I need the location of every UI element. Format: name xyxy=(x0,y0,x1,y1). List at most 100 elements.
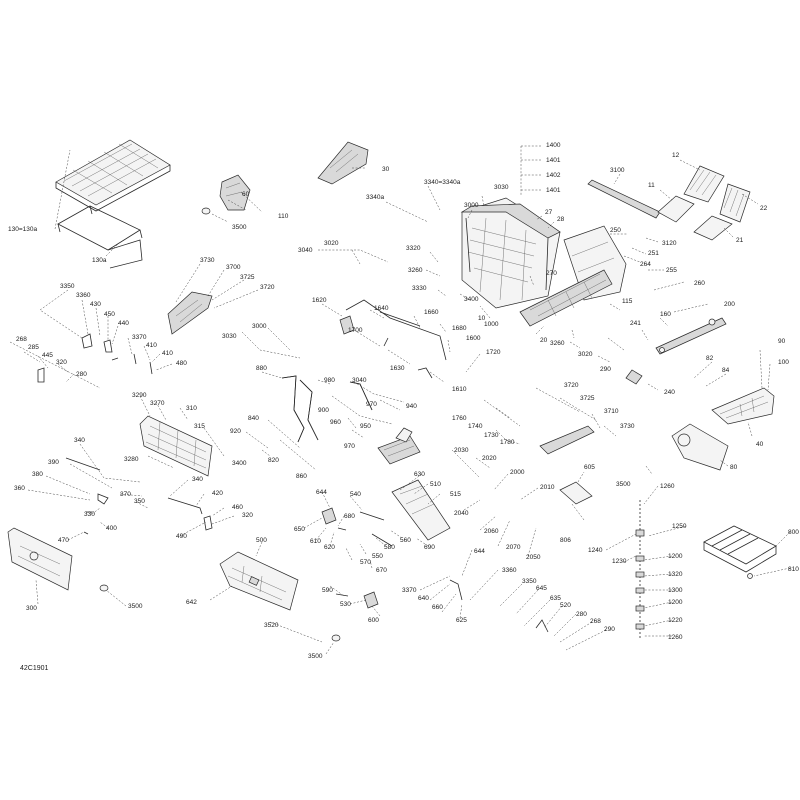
rack-800 xyxy=(703,525,777,579)
callout-690: 690 xyxy=(424,544,435,551)
callout-3700: 3700 xyxy=(226,264,241,271)
callout-645: 645 xyxy=(536,585,547,592)
mats xyxy=(657,165,751,241)
callout-1740: 1740 xyxy=(468,423,483,430)
callout-445: 445 xyxy=(42,352,53,359)
bracket-950 xyxy=(377,427,421,465)
callout-605: 605 xyxy=(584,464,595,471)
callout-500: 500 xyxy=(256,537,267,544)
callout-60: 60 xyxy=(242,191,250,198)
callout-610: 610 xyxy=(310,538,321,545)
callout-20: 20 xyxy=(540,337,548,344)
callout-3520: 3520 xyxy=(264,622,279,629)
callout-920: 920 xyxy=(230,428,241,435)
callout-642: 642 xyxy=(186,599,197,606)
callout-3040b: 3040 xyxy=(352,377,367,384)
callout-570: 570 xyxy=(360,559,371,566)
callout-310: 310 xyxy=(186,405,197,412)
callout-268a: 268 xyxy=(16,336,27,343)
callout-470: 470 xyxy=(58,537,69,544)
callout-3730a: 3730 xyxy=(200,257,215,264)
panel-80 xyxy=(671,423,729,471)
callout-27: 27 xyxy=(545,209,553,216)
callout-360: 360 xyxy=(14,485,25,492)
callout-1600: 1600 xyxy=(466,335,481,342)
callout-530: 530 xyxy=(340,601,351,608)
callout-1401a: 1401 xyxy=(546,157,561,164)
callout-3340=3340a: 3340=3340a xyxy=(424,179,461,186)
callout-1300: 1300 xyxy=(668,587,683,594)
callout-1200b: 1200 xyxy=(668,599,683,606)
tailgate-500 xyxy=(219,551,341,642)
callout-1400: 1400 xyxy=(546,142,561,149)
callout-420: 420 xyxy=(212,490,223,497)
callout-2060: 2060 xyxy=(484,528,499,535)
callout-300: 300 xyxy=(26,605,37,612)
callout-251: 251 xyxy=(648,250,659,257)
callout-600: 600 xyxy=(368,617,379,624)
callout-1260a: 1260 xyxy=(660,483,675,490)
callout-950: 950 xyxy=(360,423,371,430)
callout-644b: 644 xyxy=(474,548,485,555)
callout-810: 810 xyxy=(788,566,799,573)
callout-3500b: 3500 xyxy=(616,481,631,488)
callout-3350b: 3350 xyxy=(522,578,537,585)
callout-315: 315 xyxy=(194,423,205,430)
callout-970b: 970 xyxy=(344,443,355,450)
callout-330: 330 xyxy=(84,511,95,518)
callout-1660: 1660 xyxy=(424,309,439,316)
callout-680: 680 xyxy=(344,513,355,520)
callout-3720b: 3720 xyxy=(564,382,579,389)
callout-880: 880 xyxy=(256,365,267,372)
callout-560: 560 xyxy=(400,537,411,544)
callout-130=130a: 130=130a xyxy=(8,226,37,233)
tubes-880 xyxy=(281,375,373,443)
callout-3290: 3290 xyxy=(132,392,147,399)
callout-2030: 2030 xyxy=(454,447,469,454)
callout-3370b: 3370 xyxy=(402,587,417,594)
callout-3360b: 3360 xyxy=(502,567,517,574)
callout-280a: 280 xyxy=(76,371,87,378)
callout-3120: 3120 xyxy=(662,240,677,247)
callout-430: 430 xyxy=(90,301,101,308)
callout-1720: 1720 xyxy=(486,349,501,356)
trim-40 xyxy=(711,387,775,425)
callout-21: 21 xyxy=(736,237,744,244)
callout-380: 380 xyxy=(32,471,43,478)
plate-605 xyxy=(559,481,593,505)
callout-1780: 1780 xyxy=(500,439,515,446)
callout-2010: 2010 xyxy=(540,484,555,491)
callout-520: 520 xyxy=(560,602,571,609)
callout-640: 640 xyxy=(418,595,429,602)
callout-11: 11 xyxy=(648,182,655,189)
callout-970a: 970 xyxy=(366,401,377,408)
callout-1320: 1320 xyxy=(668,571,683,578)
callout-3030a: 3030 xyxy=(494,184,509,191)
callout-340b: 340 xyxy=(192,476,203,483)
callout-840: 840 xyxy=(248,415,259,422)
tailgate-300 xyxy=(7,527,109,592)
callout-320b: 320 xyxy=(242,512,253,519)
callout-1402: 1402 xyxy=(546,172,561,179)
bar-160 xyxy=(655,317,727,355)
callout-30: 30 xyxy=(382,166,390,173)
callout-806: 806 xyxy=(560,537,571,544)
callout-200: 200 xyxy=(724,301,735,308)
callout-1200a: 1200 xyxy=(668,553,683,560)
callout-3270: 3270 xyxy=(150,400,165,407)
callout-490: 490 xyxy=(176,533,187,540)
callout-160: 160 xyxy=(660,311,671,318)
tube-1600 xyxy=(339,299,447,379)
callout-3730b: 3730 xyxy=(620,423,635,430)
callout-3400b: 3400 xyxy=(232,460,247,467)
callout-3720a: 3720 xyxy=(260,284,275,291)
callout-labels: 130=130a130a6011035003014001401140214013… xyxy=(8,142,799,660)
callout-3500d: 3500 xyxy=(308,653,323,660)
callout-285: 285 xyxy=(28,344,39,351)
callout-820: 820 xyxy=(268,457,279,464)
panel-630 xyxy=(391,479,451,541)
callout-620: 620 xyxy=(324,544,335,551)
callout-480: 480 xyxy=(176,360,187,367)
callout-390: 390 xyxy=(48,459,59,466)
callout-320a: 320 xyxy=(56,359,67,366)
